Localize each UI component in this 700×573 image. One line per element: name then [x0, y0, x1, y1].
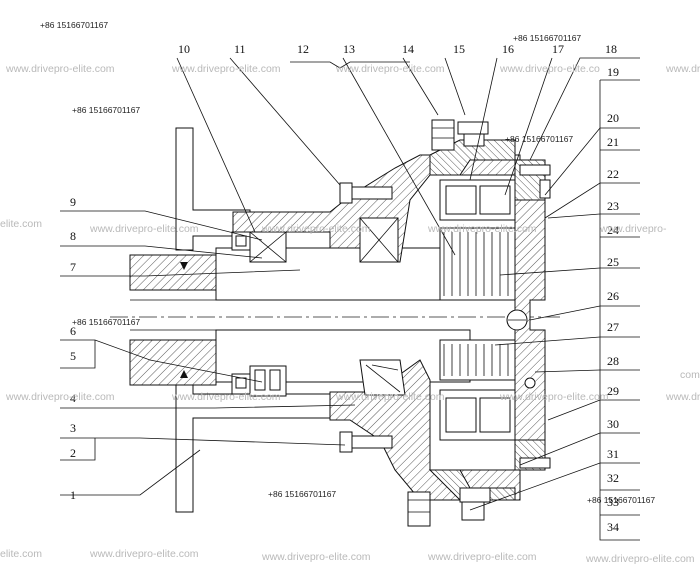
site-watermark-4: www.drivepro-elite.co — [499, 63, 600, 75]
label-8: 8 — [70, 229, 76, 243]
label-19: 19 — [607, 65, 619, 79]
label-9: 9 — [70, 195, 76, 209]
label-18: 18 — [605, 42, 617, 56]
bearing-upper-mid — [359, 217, 399, 263]
label-30: 30 — [607, 417, 619, 431]
gear-stage — [439, 179, 516, 441]
site-watermark-2: www.drivepro-elite.com — [171, 63, 281, 75]
label-29: 29 — [607, 384, 619, 398]
label-17: 17 — [552, 42, 564, 56]
label-22: 22 — [607, 167, 619, 181]
label-13: 13 — [343, 42, 355, 56]
label-20: 20 — [607, 111, 619, 125]
mounting-flange — [175, 127, 331, 513]
label-14: 14 — [402, 42, 414, 56]
site-watermark-1: www.drivepro-elite.com — [5, 63, 115, 75]
site-watermark-7: www.drivepro-elite.com — [89, 223, 199, 235]
label-32: 32 — [607, 471, 619, 485]
label-3: 3 — [70, 421, 76, 435]
datum-mark-lower — [180, 370, 188, 378]
phone-watermark-2: +86 15166701167 — [513, 33, 581, 43]
site-watermark-5: www.drivepro- — [665, 63, 700, 75]
label-6: 6 — [70, 324, 76, 338]
site-watermark-3: www.drivepro-elite.com — [335, 63, 445, 75]
label-11: 11 — [234, 42, 246, 56]
label-25: 25 — [607, 255, 619, 269]
site-watermark-17: www.drivepro-elite.com — [89, 548, 199, 560]
label-10: 10 — [178, 42, 190, 56]
site-watermark-18: www.drivepro-elite.com — [261, 551, 371, 563]
label-12: 12 — [297, 42, 309, 56]
phone-watermark-3: +86 15166701167 — [72, 105, 140, 115]
label-28: 28 — [607, 354, 619, 368]
part-number-labels: 9 8 7 6 5 4 3 2 1 10 11 12 13 14 15 16 1… — [70, 42, 619, 534]
label-33: 33 — [607, 495, 619, 509]
site-watermark-19: www.drivepro-elite.com — [427, 551, 537, 563]
label-27: 27 — [607, 320, 619, 334]
label-24: 24 — [607, 223, 619, 237]
site-watermark-21: com — [680, 369, 700, 381]
bolt-right-lower — [519, 457, 551, 469]
site-watermark-10: www.drivepro- — [599, 223, 667, 235]
site-watermark-11: www.drivepro-elite.com — [5, 391, 115, 403]
bolt-lower — [339, 431, 393, 453]
bolt-upper — [339, 182, 393, 204]
datum-mark-upper — [180, 262, 188, 270]
label-2: 2 — [70, 446, 76, 460]
site-watermark-14: www.drivepro-elite.com — [499, 391, 609, 403]
label-31: 31 — [607, 447, 619, 461]
watermarks: +86 15166701167 +86 15166701167 +86 1516… — [0, 20, 700, 565]
site-watermark-15: www.drivepro- — [665, 391, 700, 403]
leader-lines — [60, 57, 640, 541]
phone-watermark-4: +86 15166701167 — [505, 134, 573, 144]
label-21: 21 — [607, 135, 619, 149]
phone-watermark-7: +86 15166701167 — [587, 495, 655, 505]
phone-watermark-6: +86 15166701167 — [268, 489, 336, 499]
label-15: 15 — [453, 42, 465, 56]
site-watermark-12: www.drivepro-elite.com — [171, 391, 281, 403]
label-34: 34 — [607, 520, 619, 534]
phone-watermark-1: +86 15166701167 — [40, 20, 108, 30]
site-watermark-6: elite.com — [0, 218, 42, 230]
fitting-bottom — [407, 487, 491, 527]
fitting-top — [431, 119, 489, 151]
label-7: 7 — [70, 260, 76, 274]
site-watermark-13: www.drivepro-elite.com — [335, 391, 445, 403]
label-26: 26 — [607, 289, 619, 303]
label-4: 4 — [70, 391, 76, 405]
label-23: 23 — [607, 199, 619, 213]
bearing-lower-mid — [359, 359, 406, 396]
seal-upper — [231, 231, 251, 251]
label-1: 1 — [70, 488, 76, 502]
site-watermark-16: elite.com — [0, 548, 42, 560]
site-watermark-20: www.drivepro-elite.com — [585, 553, 695, 565]
phone-watermark-5: +86 15166701167 — [72, 317, 140, 327]
label-5: 5 — [70, 349, 76, 363]
label-16: 16 — [502, 42, 514, 56]
site-watermark-8: www.drivepro-elite.com — [261, 223, 371, 235]
site-watermark-9: www.drivepro-elite.com — [427, 223, 537, 235]
